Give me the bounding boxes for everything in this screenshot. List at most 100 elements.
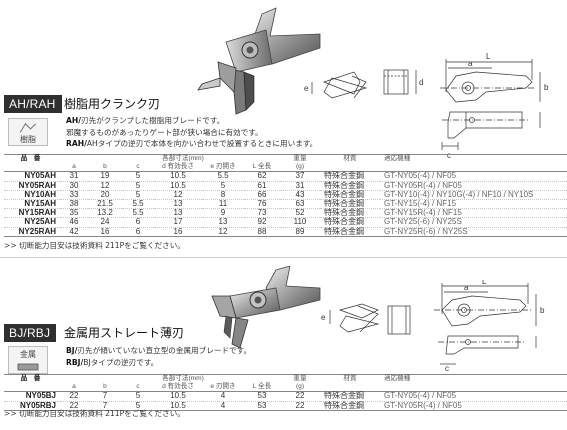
dim-e-cell: 5.5 <box>202 172 244 182</box>
dim-d-cell: 16 <box>154 227 202 237</box>
header-material: 材質 <box>320 154 380 164</box>
material-cell: 特殊合金鋼 <box>320 181 380 191</box>
dim-d-cell: 17 <box>154 218 202 228</box>
dim-label-b: b <box>540 306 545 315</box>
section-tag: BJ/RBJ <box>4 324 57 342</box>
header-e: e 刃開き <box>202 163 244 173</box>
weight-cell: 22 <box>280 401 320 411</box>
dim-d-cell: 10.5 <box>154 172 202 182</box>
dim-a-cell: 42 <box>60 227 88 237</box>
description-line: 邪魔するものがあったりゲート部が狭い場合に有効です。 <box>66 127 263 137</box>
dim-e-cell: 8 <box>202 190 244 201</box>
dim-c-cell: 5.5 <box>122 209 154 219</box>
section-heading: 金属用ストレート薄刃 <box>64 326 185 340</box>
dim-c-cell: 5 <box>122 190 154 201</box>
header-d: d 有効長さ <box>154 163 202 173</box>
dim-e-cell: 11 <box>202 199 244 210</box>
header-compatible-model: 適応機種 <box>380 374 567 384</box>
dim-b-cell: 16 <box>88 227 122 237</box>
compatible-model-cell: GT-NY25(-6) / NY25S <box>380 218 567 228</box>
description-line: RBJ/BJタイプの逆刃です。 <box>66 357 159 367</box>
description-line: RAH/AHタイプの逆刃で本体を向かい合わせで設置するときに用います。 <box>66 139 318 148</box>
compatible-model-cell: GT-NY05R(-4) / NF05 <box>380 181 567 191</box>
dim-a-cell: 22 <box>60 401 88 411</box>
header-b: b <box>88 163 122 173</box>
dim-a-cell: 38 <box>60 199 88 210</box>
length-cell: 76 <box>244 199 280 210</box>
dim-b-cell: 13.2 <box>88 209 122 219</box>
description-line: BJ/刃先が傾いていない直立型の金属用ブレードです。 <box>66 346 252 355</box>
model-cell: NY05RBJ <box>4 401 60 411</box>
dim-label-b: b <box>544 83 549 92</box>
weight-cell: 31 <box>280 181 320 191</box>
reference-note: >> 切断能力目安は技術資料 211Pをご覧ください。 <box>4 241 185 250</box>
section-ah-rah: L a e d b c AH/RAH 樹脂用クランク刃 樹脂 AH/刃先がクラン… <box>4 7 567 250</box>
header-weight: 重量 <box>280 374 320 384</box>
dim-e-cell: 12 <box>202 227 244 237</box>
section-description: AH/刃先がクランプした樹脂用ブレードです。 邪魔するものがあったりゲート部が狭… <box>66 115 317 150</box>
model-cell: NY25RAH <box>4 227 60 237</box>
model-cell: NY10AH <box>4 190 60 201</box>
dim-label-c: c <box>445 364 449 372</box>
dim-label-a: a <box>468 59 473 68</box>
weight-cell: 52 <box>280 209 320 219</box>
dim-d-cell: 10.5 <box>154 392 202 402</box>
header-compatible-model: 適応機種 <box>380 154 567 164</box>
weight-cell: 110 <box>280 218 320 228</box>
material-cell: 特殊合金鋼 <box>320 209 380 219</box>
compatible-model-cell: GT-NY05(-4) / NF05 <box>380 392 567 402</box>
dim-d-cell: 13 <box>154 209 202 219</box>
dim-label-d: d <box>419 78 423 87</box>
dim-c-cell: 6 <box>122 218 154 228</box>
dim-label-e: e <box>304 84 309 93</box>
dim-c-cell: 5 <box>122 392 154 402</box>
material-cell: 特殊合金鋼 <box>320 227 380 237</box>
dim-b-cell: 21.5 <box>88 199 122 210</box>
reference-note: >> 切断能力目安は技術資料 211Pをご覧ください。 <box>4 409 185 418</box>
section-divider <box>0 257 567 258</box>
dim-e-cell: 4 <box>202 392 244 402</box>
dim-e-cell: 5 <box>202 181 244 191</box>
header-dimensions: 各部寸法(mm) <box>122 154 244 164</box>
dim-b-cell: 12 <box>88 181 122 191</box>
crank-blade-technical-drawing: L a e d b c <box>304 52 549 160</box>
resin-icon <box>19 122 37 133</box>
length-cell: 53 <box>244 392 280 402</box>
compatible-model-cell: GT-NY05(-4) / NF05 <box>380 172 567 182</box>
dim-c-cell: 5 <box>122 172 154 182</box>
material-badge-label: 樹脂 <box>20 135 36 144</box>
dim-d-cell: 12 <box>154 190 202 201</box>
dim-a-cell: 22 <box>60 392 88 402</box>
model-cell: NY05AH <box>4 172 60 182</box>
material-badge: 金属 <box>8 346 48 374</box>
header-dimensions: 各部寸法(mm) <box>122 374 244 384</box>
weight-cell: 63 <box>280 199 320 210</box>
weight-cell: 89 <box>280 227 320 237</box>
length-cell: 73 <box>244 209 280 219</box>
dim-e-cell: 13 <box>202 218 244 228</box>
compatible-model-cell: GT-NY15(-4) / NF15 <box>380 199 567 210</box>
material-cell: 特殊合金鋼 <box>320 401 380 411</box>
material-cell: 特殊合金鋼 <box>320 218 380 228</box>
material-cell: 特殊合金鋼 <box>320 392 380 402</box>
dim-b-cell: 7 <box>88 392 122 402</box>
spec-table: 品 番 各部寸法(mm) 重量 材質 適応機種 a b c d 有効長さ e 刃… <box>4 374 567 411</box>
weight-cell: 43 <box>280 190 320 201</box>
dim-c-cell: 5.5 <box>122 199 154 210</box>
length-cell: 61 <box>244 181 280 191</box>
dim-b-cell: 19 <box>88 172 122 182</box>
model-cell: NY05RAH <box>4 181 60 191</box>
dim-d-cell: 10.5 <box>154 401 202 411</box>
material-badge-label: 金属 <box>20 350 36 359</box>
dim-c-cell: 5 <box>122 181 154 191</box>
material-cell: 特殊合金鋼 <box>320 199 380 210</box>
header-material: 材質 <box>320 374 380 384</box>
header-a: a <box>60 383 88 393</box>
